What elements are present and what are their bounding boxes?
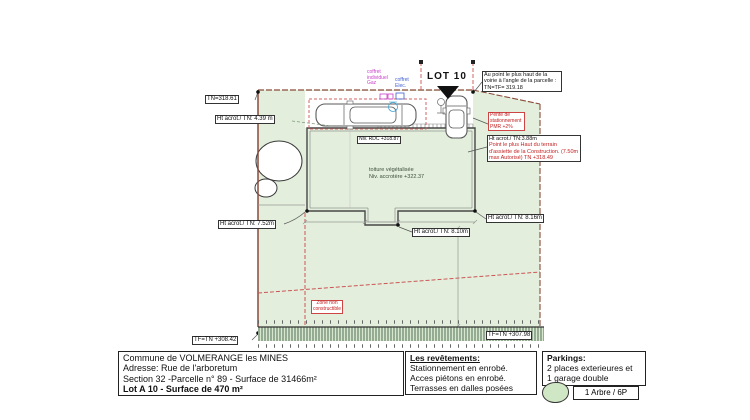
title-block: Commune de VOLMERANGE les MINES Adresse:… [118,351,404,396]
label-voirie-note: Au point le plus haut de la voirie à l'a… [482,71,562,92]
label-point-haut: Ht acrot./ TN:3.88m Point le plus Haut d… [487,135,581,163]
label-ht-8-16: Ht acrot./ TN: 8.16m [486,214,544,223]
revetement-item: Terrasses en dalles posées [410,383,514,394]
label-point-haut-text: Point le plus Haut du terrain d'assiette… [489,142,579,161]
toiture-line2: Niv. accrotère +322.37 [369,173,425,180]
address-line: Adresse: Rue de l'arboretum [123,363,238,374]
label-coffret-gaz: coffret individuel Gaz [367,69,388,86]
label-coffret-elec: coffret Elec. [395,77,409,89]
tree-legend-icon [542,382,569,403]
utility-symbols [379,92,445,114]
parkings-title: Parkings: [547,353,586,363]
revetement-item: Stationnement en enrobé. [410,363,508,374]
dimension-lines [258,131,478,329]
parkings-box: Parkings: 2 places exterieures et 1 gara… [542,351,646,386]
toiture-line1: toiture végétalisée [369,167,414,173]
label-ht-8-10: Ht acrot./ TN: 8.10m [412,228,470,237]
lot-surface-line: Lot A 10 - Surface de 470 m² [123,384,243,395]
street-access-lines [419,60,475,92]
label-niv-rdc: Niv. RDC +318.87 [357,136,402,144]
label-toiture-vegetalisee: toiture végétalisée Niv. accrotère +322.… [368,167,425,180]
pmr-parking-outline [308,98,427,130]
zone-line1: Zone non [316,300,338,306]
label-zone-non-constructible: Zone non constructible [311,300,344,314]
label-ht-4-39: Ht acrot./ TN: 4.39 m [215,115,275,124]
revetement-item: Acces piétons en enrobé. [410,373,506,384]
lot-10-title: LOT 10 [427,71,467,82]
lot-marker-triangle [437,86,459,99]
label-tn-318-61: TN=318.61 [205,95,239,104]
zone-dashed-lines [257,213,541,327]
tree-sketch [254,140,303,198]
label-ht-7-52: Ht acrot./ TN: 7.52m [218,220,276,229]
label-pente-pmr: Pente de stationnement PMR +2% [488,112,525,132]
label-ht-3-88: Ht acrot./ TN:3.88m [489,136,537,142]
label-tf-left: TF=TN +308.42 [192,336,239,345]
label-tf-right: TF=TN +307.98 [486,331,533,340]
tree-legend-label: 1 Arbre / 6P [573,386,639,400]
car-horizontal [315,100,417,130]
car-vertical [442,95,471,139]
section-line: Section 32 -Parcelle n° 89 - Surface de … [123,373,317,384]
revetements-box: Les revêtements: Stationnement en enrobé… [405,351,537,395]
retaining-wall-hatch [258,320,544,348]
parkings-line: 2 places exterieures et [547,363,633,374]
parkings-line: 1 garage double [547,373,609,384]
zone-line2: constructible [313,305,342,312]
revetements-title: Les revêtements: [410,353,480,363]
commune-line: Commune de VOLMERANGE les MINES [123,353,289,363]
